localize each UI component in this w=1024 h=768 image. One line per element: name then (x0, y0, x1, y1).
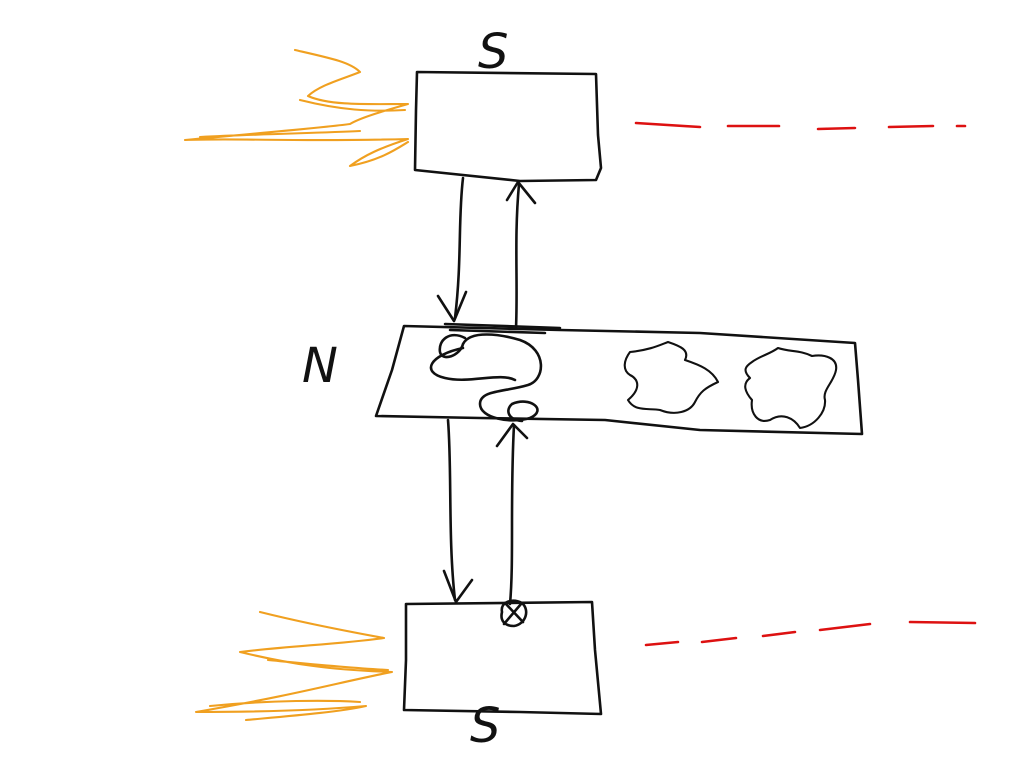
lower-right-crossed-circle (500, 599, 528, 628)
middle-block-outline (374, 324, 864, 436)
upper-connectors (436, 176, 537, 330)
lower-right-arrowhead (495, 422, 529, 448)
bottom-block: S (402, 600, 603, 754)
middle-block-label: N (302, 338, 338, 394)
top-block-label: S (478, 24, 508, 80)
top-flame (183, 48, 410, 168)
middle-blob-left (623, 340, 720, 414)
top-block-outline (413, 70, 603, 183)
bottom-flame (194, 610, 394, 722)
middle-inner-loop-tail (429, 346, 517, 382)
upper-right-arrowhead (505, 180, 537, 205)
top-flame-stroke (183, 48, 410, 168)
bottom-block-outline (402, 600, 603, 716)
lower-left-arrowhead (442, 569, 474, 604)
bottom-block-label: S (470, 698, 500, 754)
bottom-dash-line (644, 620, 977, 647)
lower-right-wire (508, 423, 516, 606)
top-block: S (413, 24, 603, 183)
lower-connectors (442, 418, 529, 628)
middle-blob-right (744, 346, 838, 430)
top-dashes (634, 121, 967, 131)
top-dash-line (634, 121, 967, 131)
upper-left-arrowhead (436, 290, 468, 323)
middle-top-edge-shading (443, 322, 562, 335)
upper-left-wire (453, 176, 465, 320)
middle-inner-s-loop (438, 333, 543, 423)
middle-block: N (302, 322, 864, 436)
upper-right-wire (514, 182, 521, 330)
bottom-flame-stroke (194, 610, 394, 722)
lower-left-wire (446, 418, 457, 602)
bottom-dashes (644, 620, 977, 647)
